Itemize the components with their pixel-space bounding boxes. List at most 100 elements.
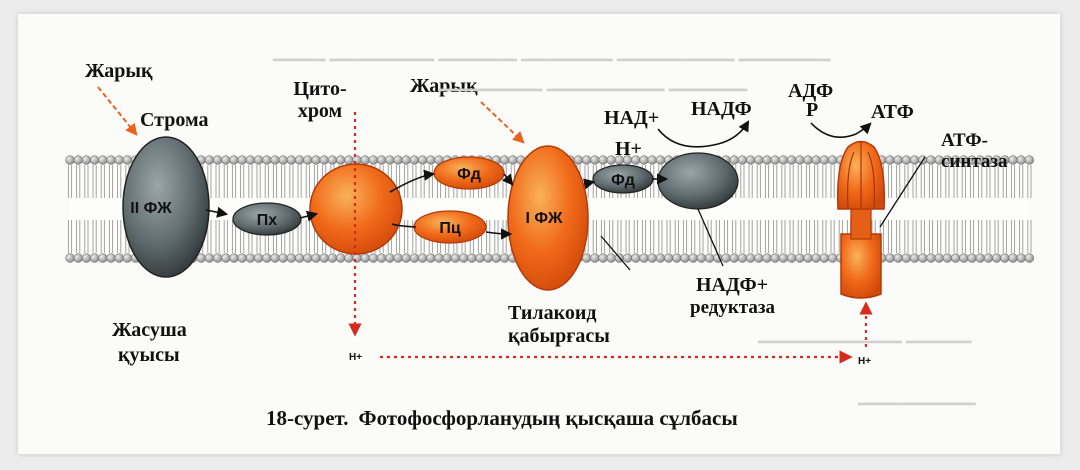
light-arrows — [97, 86, 525, 144]
lipid-head — [631, 253, 641, 263]
lipid-tail — [748, 220, 753, 253]
lipid-tail — [682, 220, 688, 253]
lipid-head — [409, 155, 420, 165]
ferredoxin-lower: Фд — [592, 164, 654, 194]
lipid-head — [81, 253, 91, 263]
ghost-text: ▁▁▁▁▁▁▁▁▁▁▁ ▁▁▁▁▁ — [758, 324, 972, 343]
lipid-head — [827, 155, 838, 165]
fd-upper-label: Фд — [457, 166, 481, 183]
atp-synthase-label-2: синтаза — [941, 151, 1008, 172]
lipid-head — [262, 253, 272, 263]
lipid-tail — [592, 220, 597, 253]
lipid-head — [786, 155, 797, 165]
lipid-head — [926, 155, 936, 165]
ghost-text: ▁▁▁▁▁▁▁▁▁ — [858, 386, 976, 405]
lipid-tail — [650, 220, 655, 253]
lipid-head — [598, 155, 608, 165]
lipid-tail — [289, 165, 294, 198]
lipid-head — [254, 155, 264, 165]
lipid-head — [319, 253, 329, 263]
lipid-tail — [691, 220, 696, 253]
lipid-tail — [756, 165, 761, 198]
lipid-head — [1016, 253, 1026, 263]
lipid-head — [704, 253, 715, 263]
lipid-tail — [748, 165, 753, 198]
lipid-tail — [272, 165, 278, 198]
lipid-head — [295, 253, 305, 263]
lipid-head — [786, 253, 797, 263]
lipid-head — [434, 253, 444, 263]
lipid-head — [770, 155, 780, 165]
nadp-reductase — [657, 152, 739, 210]
lipid-head — [245, 155, 255, 165]
lipid-tail — [699, 220, 704, 253]
lipid-head — [598, 253, 608, 263]
lipid-tail — [76, 165, 81, 198]
lipid-head — [893, 253, 903, 263]
lipid-tail — [994, 220, 999, 253]
lipid-head — [229, 155, 239, 165]
ghost-text: ▁▁▁▁▁▁▁▁ ▁▁▁▁▁▁▁▁▁ ▁▁▁▁▁▁ — [438, 72, 748, 91]
lipid-head — [959, 253, 969, 263]
lipid-head — [89, 155, 100, 165]
lipid-tail — [920, 165, 925, 198]
lipid-head — [409, 253, 420, 263]
h-plus-left-label: Н+ — [349, 352, 362, 363]
lipid-tail — [67, 165, 73, 198]
lipid-tail — [486, 220, 491, 253]
lipid-tail — [896, 165, 901, 198]
h-plus-right-label: Н+ — [858, 356, 871, 367]
lipid-tail — [773, 220, 778, 253]
lipid-tail — [920, 220, 925, 253]
lipid-head — [655, 253, 666, 263]
reductase-label-1: НАДФ+ — [696, 274, 768, 296]
lipid-head — [303, 155, 313, 165]
lipid-tail — [740, 165, 745, 198]
lipid-head — [778, 155, 789, 165]
lipid-tail — [117, 165, 122, 198]
lipid-head — [237, 155, 247, 165]
lipid-head — [778, 253, 789, 263]
lipid-head — [459, 253, 469, 263]
lipid-tail — [223, 220, 228, 253]
lipid-tail — [937, 165, 942, 198]
lipid-tail — [978, 220, 983, 253]
lipid-head — [590, 253, 600, 263]
lipid-tail — [76, 220, 81, 253]
lipid-tail — [928, 220, 934, 253]
lipid-head — [508, 155, 518, 165]
lipid-tail — [305, 220, 310, 253]
lipid-head — [114, 155, 124, 165]
lipid-tail — [969, 220, 975, 253]
lipid-tail — [830, 165, 835, 198]
lipid-tail — [305, 165, 310, 198]
lipid-tail — [887, 165, 893, 198]
lipid-head — [942, 253, 953, 263]
lipid-tail — [805, 220, 811, 253]
lipid-head — [237, 253, 247, 263]
ghost-text: ▁▁▁▁ ▁▁▁▁▁▁▁▁ ▁▁▁▁▁▁ ▁▁▁▁▁▁▁ ▁▁▁▁▁▁▁▁▁ ▁… — [273, 42, 831, 61]
lipid-head — [245, 253, 255, 263]
lipid-tail — [789, 220, 794, 253]
lipid-head — [303, 253, 313, 263]
lumen-label-1: Жасуша — [112, 319, 187, 341]
lipid-head — [926, 253, 936, 263]
thylakoid-label-2: қабырғасы — [508, 325, 610, 347]
lipid-tail — [896, 220, 901, 253]
phosphate-label: Р — [806, 99, 818, 121]
lipid-tail — [1002, 220, 1007, 253]
lipid-tail — [732, 220, 737, 253]
lipid-tail — [256, 165, 261, 198]
lipid-head — [311, 155, 321, 165]
lipid-head — [967, 253, 977, 263]
lipid-tail — [781, 165, 786, 198]
lipid-tail — [641, 220, 647, 253]
lipid-tail — [494, 220, 499, 253]
cytochrome-label-2: хром — [298, 100, 342, 122]
nad-plus-label: НАД+ — [604, 107, 659, 129]
lipid-head — [327, 155, 338, 165]
lipid-tail — [912, 220, 917, 253]
ps1-label: I ФЖ — [525, 210, 563, 227]
lipid-tail — [707, 220, 712, 253]
lipid-head — [606, 253, 616, 263]
